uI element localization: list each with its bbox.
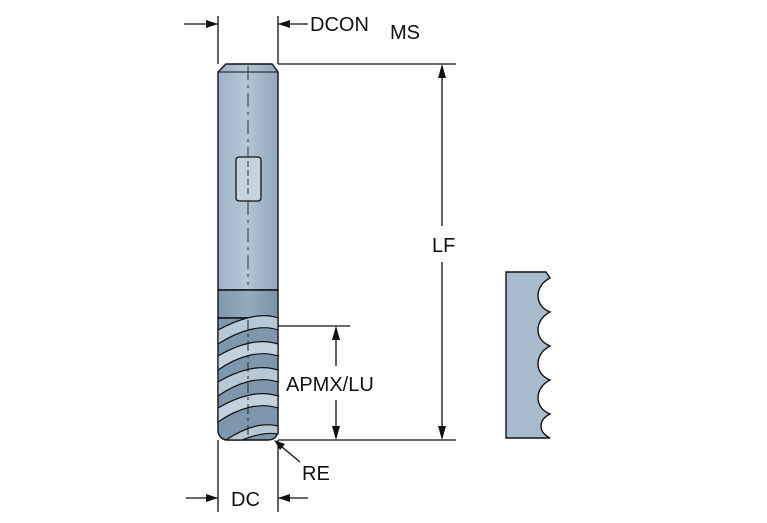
lf-label: LF <box>432 235 455 257</box>
tool-neck <box>217 289 279 319</box>
dcon-subscript: MS <box>390 22 420 44</box>
re-callout: RE <box>274 440 330 485</box>
re-label: RE <box>302 463 330 485</box>
apmx-lu-dimension: APMX/LU <box>278 325 374 440</box>
dc-label: DC <box>231 489 260 511</box>
apmx-lu-label: APMX/LU <box>286 374 374 396</box>
flute-helix-bands <box>217 315 279 441</box>
flute-profile-section <box>505 271 552 439</box>
dcon-label: DCON <box>310 14 369 36</box>
lf-dimension: LF <box>278 63 456 441</box>
dc-dimension: DC <box>186 440 308 512</box>
end-mill-tool <box>217 63 279 441</box>
dcon-dimension: DCON MS <box>184 14 420 64</box>
